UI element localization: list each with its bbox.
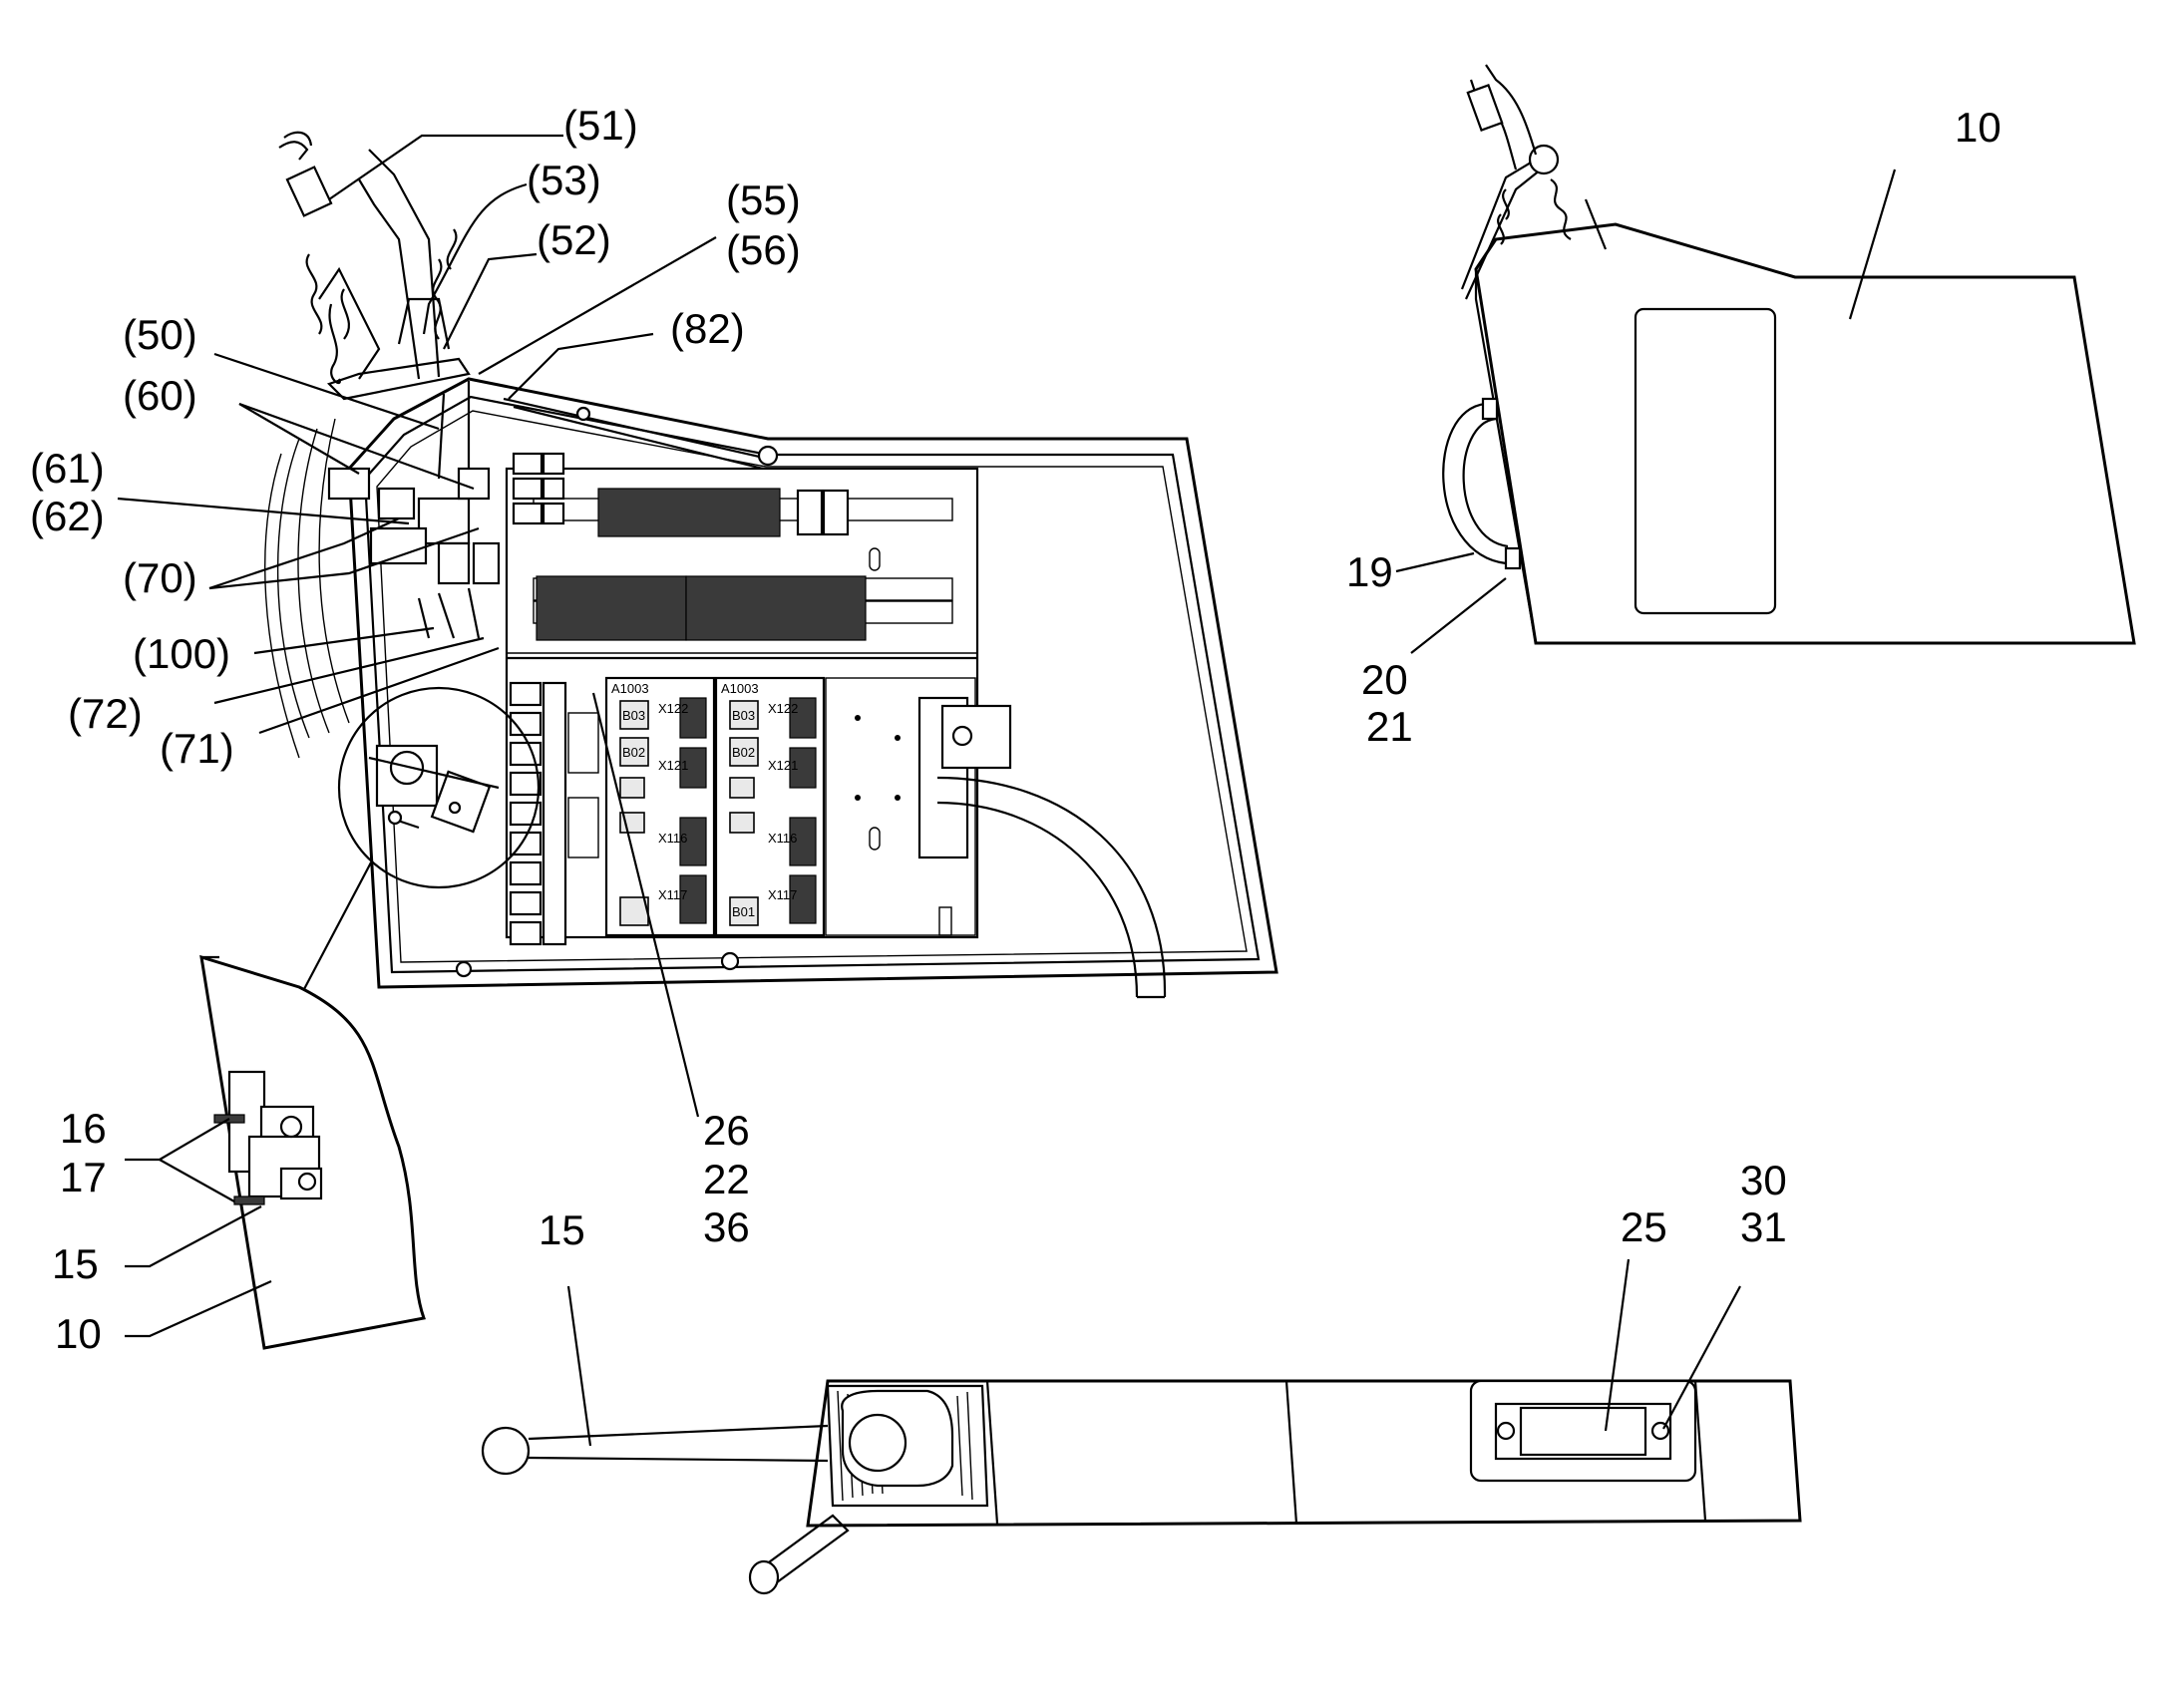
callout-16: 16 (60, 1105, 107, 1152)
housing-closed-view (1442, 64, 2136, 645)
callout-61: (61) (30, 445, 105, 492)
callout-55: (55) (726, 176, 801, 223)
callout-15-detail: 15 (52, 1240, 99, 1287)
switch-module-detail (337, 686, 541, 889)
board-label: X116 (768, 831, 797, 846)
callout-72: (72) (68, 690, 143, 737)
board-label: B03 (732, 708, 755, 723)
callout-56: (56) (726, 226, 801, 273)
callout-30: 30 (1740, 1157, 1787, 1203)
board-label: X116 (658, 831, 687, 846)
callout-25: 25 (1621, 1203, 1667, 1250)
callout-36: 36 (703, 1203, 750, 1250)
callout-21: 21 (1366, 703, 1413, 750)
board-label: B02 (732, 745, 755, 760)
terminal-block-row-lower (536, 575, 867, 641)
callout-31: 31 (1740, 1203, 1787, 1250)
callout-labels: (51) (53) (52) (55) (56) (82) (50) (60) … (30, 102, 2001, 1357)
callout-10-detail: 10 (55, 1310, 102, 1357)
side-detail-panel (199, 954, 427, 1350)
callout-62: (62) (30, 493, 105, 539)
housing-open-view (264, 377, 1278, 989)
callout-51: (51) (563, 102, 638, 149)
terminal-block-row-upper (597, 488, 850, 537)
board-label: X121 (658, 758, 688, 773)
callout-22: 22 (703, 1156, 750, 1202)
board-label: B03 (622, 708, 645, 723)
board-label: A1003 (611, 681, 649, 696)
callout-82: (82) (670, 305, 745, 352)
board-label: X122 (768, 701, 798, 716)
cable (936, 776, 1167, 999)
fuse-column-lower (509, 681, 599, 946)
board-label: X122 (658, 701, 688, 716)
leader-lines (117, 134, 1897, 1447)
callout-20: 20 (1361, 656, 1408, 703)
callout-60: (60) (123, 372, 197, 419)
bottom-control-unit (481, 1379, 1802, 1595)
callout-70: (70) (123, 554, 197, 601)
callout-19: 19 (1346, 548, 1393, 595)
board-label: B02 (622, 745, 645, 760)
callout-100: (100) (133, 630, 230, 677)
callout-50: (50) (123, 311, 197, 358)
board-label: X117 (658, 887, 687, 902)
board-label: B01 (732, 904, 755, 919)
board-label: A1003 (721, 681, 759, 696)
callout-52: (52) (537, 216, 611, 263)
pcb-right: A1003 B03 B02 B01 X122 X121 X116 X117 (714, 676, 826, 937)
callout-71: (71) (160, 725, 234, 772)
board-label: X117 (768, 887, 797, 902)
fuse-column-upper (512, 452, 565, 525)
callout-53: (53) (527, 157, 601, 203)
callout-10-housing: 10 (1955, 104, 2001, 151)
pcb-left: A1003 B03 B02 X122 X121 X116 X117 (604, 676, 716, 937)
callout-15-lever: 15 (539, 1206, 585, 1253)
callout-26: 26 (703, 1107, 750, 1154)
callout-17: 17 (60, 1154, 107, 1200)
board-label: X121 (768, 758, 798, 773)
joystick-assembly-main (278, 131, 471, 401)
